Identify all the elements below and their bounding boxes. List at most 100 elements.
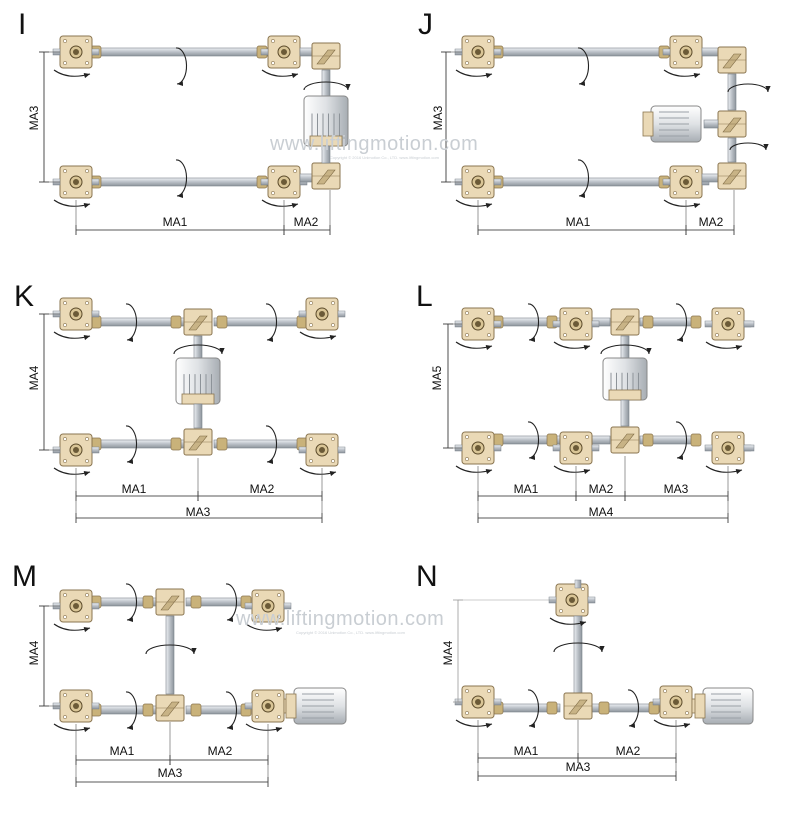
bolt <box>85 323 89 327</box>
rotation-arrow-arc <box>299 331 337 341</box>
rotation-arrow-arc <box>145 644 197 655</box>
lifting-spindle-center <box>73 311 79 317</box>
bolt <box>487 711 491 715</box>
dim-l-ma2: MA2 <box>589 482 614 496</box>
rotation-arrow <box>125 303 138 343</box>
bevel-gear <box>160 595 180 611</box>
panel-label-k: K <box>14 280 34 313</box>
dim-i-ma2: MA2 <box>294 215 319 229</box>
bolt <box>255 593 259 597</box>
input-shaft-stub <box>91 446 100 454</box>
dim-m-ma4: MA4 <box>27 640 41 665</box>
motor-flange <box>694 693 706 719</box>
bolt <box>277 715 281 719</box>
rotation-arrow-arc <box>727 83 771 93</box>
rotation-arrow-arc <box>265 303 278 343</box>
lifting-spindle-center <box>281 49 287 55</box>
shaft-body <box>701 173 719 183</box>
bolt <box>465 689 469 693</box>
bevel-gearbox <box>155 588 185 616</box>
input-shaft-stub <box>91 310 100 318</box>
bolt <box>663 711 667 715</box>
bolt <box>309 459 313 463</box>
bevel-gearbox <box>717 46 747 74</box>
panel-label-i: I <box>18 8 26 41</box>
bolt <box>695 39 699 43</box>
bolt <box>85 191 89 195</box>
bolt <box>85 437 89 441</box>
rotation-arrow <box>125 691 138 731</box>
watermark-text: www.liftingmotion.com <box>235 608 444 630</box>
input-shaft-stub <box>662 48 671 56</box>
input-shaft-stub <box>91 178 100 186</box>
bolt <box>85 301 89 305</box>
bolt <box>673 39 677 43</box>
rotation-arrow-arc <box>455 465 493 475</box>
lifting-spindle-center <box>73 179 79 185</box>
bolt <box>85 459 89 463</box>
rotation-arrow <box>53 723 91 733</box>
lifting-spindle-center <box>573 321 579 327</box>
bolt <box>293 61 297 65</box>
rotation-arrow-arc <box>527 303 540 343</box>
bolt <box>271 169 275 173</box>
dim-n-ma2: MA2 <box>616 744 641 758</box>
dim-k-ma1: MA1 <box>122 482 147 496</box>
dimension-line <box>443 323 453 449</box>
coupling <box>170 315 182 329</box>
bolt <box>85 715 89 719</box>
coupling <box>642 315 654 329</box>
rotation-arrow <box>729 142 769 151</box>
coupling <box>170 437 182 451</box>
dim-k-ma4: MA4 <box>27 365 41 390</box>
rotation-arrow-arc <box>125 583 138 623</box>
dim-l-ma4: MA4 <box>589 505 614 519</box>
rotation-arrow-arc <box>455 719 493 729</box>
input-shaft-stub <box>743 444 755 452</box>
bevel-gear <box>615 315 635 331</box>
rotation-arrow <box>225 583 238 623</box>
rotation-arrow-arc <box>553 465 591 475</box>
rotation-arrow <box>627 689 640 729</box>
bolt <box>277 615 281 619</box>
bolt <box>293 169 297 173</box>
screw-jack <box>704 307 752 341</box>
screw-jack <box>260 165 308 199</box>
rotation-arrow <box>527 421 540 461</box>
input-shaft-stub <box>704 320 713 328</box>
watermark-text: www.liftingmotion.com <box>269 133 478 155</box>
rotation-arrow-arc <box>175 159 188 199</box>
shaft <box>213 317 307 327</box>
bevel-gearbox <box>155 694 185 722</box>
lifting-spindle-center <box>73 703 79 709</box>
bolt <box>487 311 491 315</box>
bolt <box>695 169 699 173</box>
shaft <box>165 615 175 695</box>
dim-l-ma1: MA1 <box>514 482 539 496</box>
bolt <box>563 311 567 315</box>
rotation-arrow <box>175 47 188 87</box>
dim-i-ma1: MA1 <box>163 215 188 229</box>
shaft <box>493 177 673 187</box>
bolt <box>563 435 567 439</box>
bolt <box>465 191 469 195</box>
bolt <box>465 169 469 173</box>
rotation-arrow <box>577 47 590 87</box>
bolt <box>563 457 567 461</box>
shaft-body <box>91 439 185 449</box>
screw-jack <box>52 35 100 69</box>
rotation-arrow <box>663 199 701 209</box>
rotation-arrow-arc <box>553 642 605 653</box>
shaft <box>193 403 203 429</box>
shaft <box>727 137 737 163</box>
shaft-body <box>165 615 175 695</box>
bolt <box>255 693 259 697</box>
rotation-arrow-arc <box>729 142 769 151</box>
rotation-arrow-arc <box>663 69 701 79</box>
input-shaft-stub <box>260 178 269 186</box>
bolt <box>685 711 689 715</box>
screw-jack <box>552 307 600 341</box>
lifting-spindle-center <box>281 179 287 185</box>
shaft <box>620 335 630 359</box>
